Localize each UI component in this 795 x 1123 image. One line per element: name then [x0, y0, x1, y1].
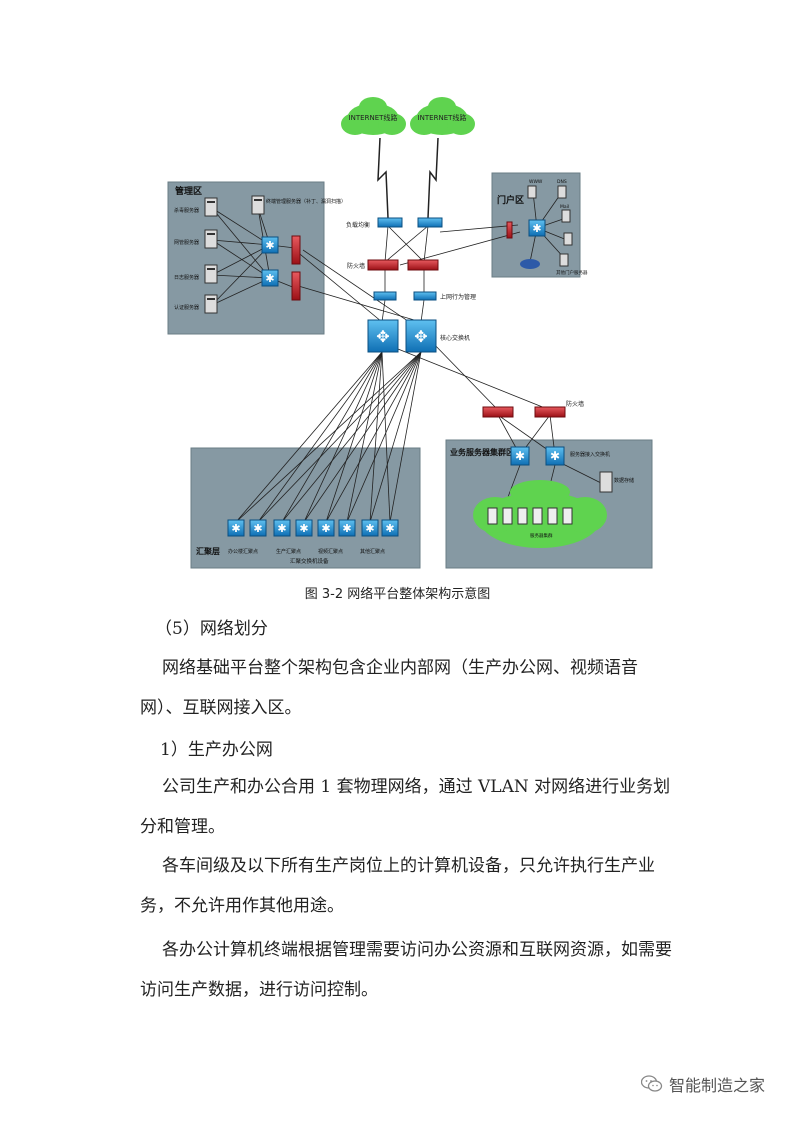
- paragraph: 公司生产和办公合用 1 套物理网络，通过 VLAN 对网络进行业务划分和管理。: [140, 777, 671, 837]
- portal-zone-title: 门户区: [497, 194, 524, 206]
- access-switch: ✱: [261, 269, 279, 287]
- user-group-icon: [520, 259, 540, 269]
- agg-group-label: 视频汇聚点: [318, 548, 343, 555]
- cloud-label: INTERNET线路: [418, 113, 467, 122]
- svg-text:✱: ✱: [231, 522, 240, 535]
- label-firewall-lower: 防火墙: [566, 400, 584, 408]
- label-aggregation-switches: 汇聚交换机设备: [290, 557, 329, 565]
- server-icon: [204, 294, 218, 314]
- wechat-icon: [640, 1075, 663, 1092]
- mgmt-server-top-label: 终端管理服务器（补丁、漏洞扫描）: [266, 198, 346, 205]
- internet-behavior-device: [413, 291, 437, 301]
- svg-text:✱: ✱: [277, 522, 286, 535]
- svg-text:✱: ✱: [342, 522, 351, 535]
- svg-text:✱: ✱: [321, 522, 330, 535]
- svg-text:✱: ✱: [253, 522, 262, 535]
- paragraph: 网络基础平台整个架构包含企业内部网（生产办公网、视频语音网）、互联网接入区。: [140, 658, 638, 718]
- svg-text:✱: ✱: [385, 522, 394, 535]
- label-data-storage: 数据存储: [614, 477, 634, 484]
- firewall: [407, 259, 439, 271]
- svg-text:✱: ✱: [265, 272, 274, 285]
- firewall: [534, 406, 566, 418]
- core-switch: ✥: [405, 319, 437, 353]
- svg-text:✱: ✱: [532, 222, 541, 235]
- svg-text:✥: ✥: [414, 327, 427, 346]
- server-access-switch: ✱: [545, 446, 565, 466]
- access-switch: ✱: [261, 236, 279, 254]
- portal-label: WWW: [529, 179, 543, 185]
- firewall: [367, 259, 399, 271]
- aggregation-switches: ✱ ✱ ✱ ✱ ✱ ✱ ✱ ✱: [227, 519, 399, 537]
- aggregation-zone-title: 汇聚层: [196, 546, 220, 556]
- label-server-access-switch: 服务器接入交换机: [570, 451, 610, 458]
- agg-group-label: 生产汇聚点: [276, 548, 301, 555]
- cloud-label: INTERNET线路: [349, 113, 398, 122]
- mgmt-server-label: 认证服务器: [174, 304, 199, 311]
- internet-link-right: [427, 137, 439, 219]
- business-zone-title: 业务服务器集群区: [450, 447, 514, 457]
- svg-text:✱: ✱: [550, 449, 560, 463]
- label-core-switch: 核心交换机: [440, 334, 470, 342]
- portal-label: Mail: [560, 204, 569, 210]
- internet-link-left: [377, 137, 389, 219]
- mgmt-server-label: 日志服务器: [174, 274, 199, 281]
- label-load-balancer: 负载均衡: [346, 221, 370, 229]
- firewall: [291, 235, 301, 265]
- svg-text:✥: ✥: [376, 327, 389, 346]
- server-icon: [204, 229, 218, 249]
- network-architecture-diagram: INTERNET线路 INTERNET线路: [167, 97, 653, 569]
- server-icon: [561, 209, 571, 223]
- portal-label: DNS: [557, 179, 567, 185]
- figure-caption: 图 3-2 网络平台整体架构示意图: [304, 587, 491, 602]
- svg-text:✱: ✱: [515, 449, 525, 463]
- mgmt-server-label: 网管服务器: [174, 239, 199, 246]
- storage-server-icon: [599, 471, 613, 493]
- label-firewall: 防火墙: [347, 262, 365, 270]
- agg-group-label: 其他汇聚点: [360, 548, 385, 555]
- server-icon: [563, 232, 573, 246]
- load-balancer: [417, 217, 443, 228]
- load-balancer: [377, 217, 403, 228]
- core-switch: ✥: [367, 319, 399, 353]
- server-icon: [527, 185, 537, 199]
- server-icon: [559, 253, 569, 267]
- server-access-switch: ✱: [510, 446, 530, 466]
- firewall: [506, 221, 513, 239]
- portal-label: 其他门户服务器: [556, 269, 588, 276]
- paragraph: 各车间级及以下所有生产岗位上的计算机设备，只允许执行生产业务，不允许用作其他用途…: [140, 856, 655, 916]
- section-heading: （5）网络划分: [155, 619, 268, 639]
- aggregation-zone: [190, 447, 421, 569]
- internet-behavior-device: [373, 291, 397, 301]
- paragraph: 各办公计算机终端根据管理需要访问办公资源和互联网资源，如需要访问生产数据，进行访…: [140, 940, 672, 1000]
- svg-text:✱: ✱: [299, 522, 308, 535]
- firewall: [482, 406, 514, 418]
- mgmt-server-label: 杀毒服务器: [174, 207, 199, 214]
- footer-text: 智能制造之家: [668, 1076, 765, 1095]
- management-zone-title: 管理区: [175, 185, 202, 197]
- subsection-heading: 1）生产办公网: [160, 740, 273, 760]
- firewall: [291, 271, 301, 301]
- server-icon: [251, 195, 265, 215]
- footer-watermark: 智能制造之家: [640, 1072, 765, 1096]
- label-server-cluster: 服务器集群: [530, 532, 553, 539]
- internet-cloud-right: INTERNET线路: [410, 97, 475, 135]
- server-icon: [204, 197, 218, 217]
- server-icon: [557, 185, 567, 199]
- svg-text:✱: ✱: [265, 239, 274, 252]
- server-icon: [204, 264, 218, 284]
- label-internet-behavior: 上网行为管理: [440, 293, 476, 301]
- cluster-servers: [487, 507, 573, 525]
- access-switch: ✱: [528, 219, 546, 237]
- svg-text:✱: ✱: [365, 522, 374, 535]
- internet-cloud-left: INTERNET线路: [341, 97, 406, 135]
- connection-lines: [211, 191, 606, 523]
- agg-group-label: 办公楼汇聚点: [228, 548, 258, 555]
